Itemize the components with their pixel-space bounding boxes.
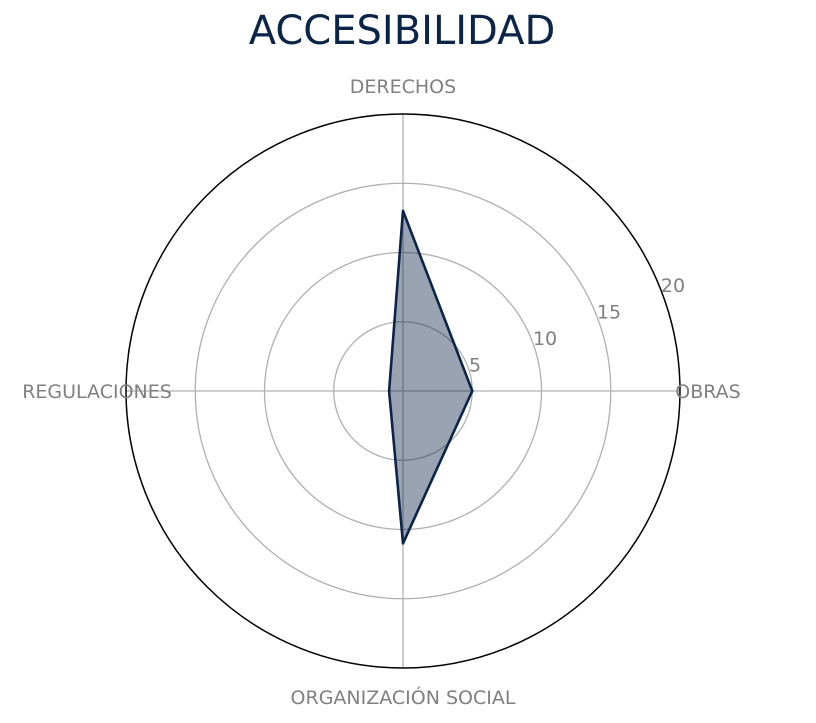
category-label: OBRAS — [675, 381, 740, 403]
r-tick-label: 15 — [597, 301, 621, 323]
r-tick-label: 5 — [469, 354, 481, 376]
category-label: DERECHOS — [350, 76, 456, 98]
r-tick-label: 20 — [661, 275, 685, 297]
category-label: REGULACIONES — [22, 381, 172, 403]
radar-series — [387, 209, 474, 545]
chart-title: ACCESIBILIDAD — [248, 8, 556, 54]
category-label: ORGANIZACIÓN SOCIAL — [291, 685, 516, 709]
series-area — [387, 209, 474, 545]
r-tick-label: 10 — [533, 328, 557, 350]
outer-frame — [125, 113, 681, 669]
